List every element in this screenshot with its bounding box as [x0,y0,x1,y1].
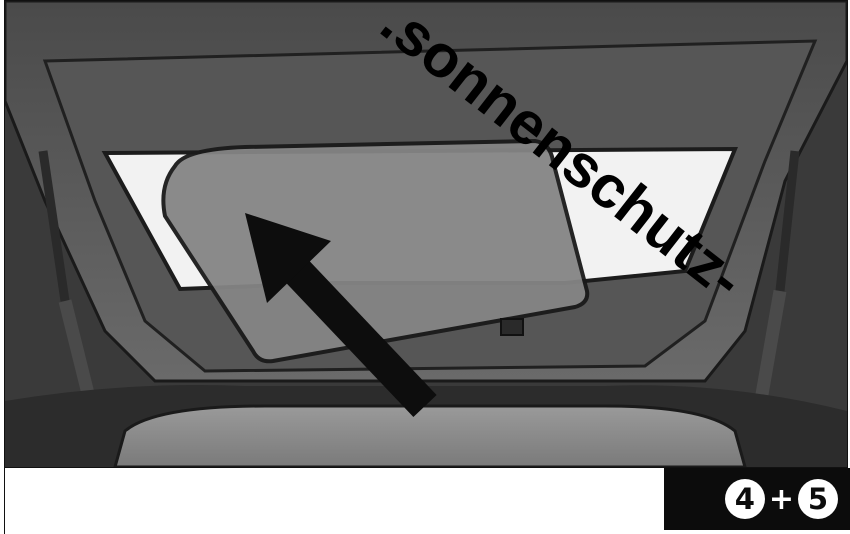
plus-sign: + [769,482,794,517]
step-number-4: 4 [725,479,765,519]
step-number-5: 5 [798,479,838,519]
illustration-frame: .sonnenschutz- [4,0,848,468]
step-badge: 4 + 5 [664,468,850,530]
hatch-illustration [5,1,847,467]
shade-clip [501,319,523,335]
cargo-floor [115,406,745,467]
frame-edge [4,468,5,534]
